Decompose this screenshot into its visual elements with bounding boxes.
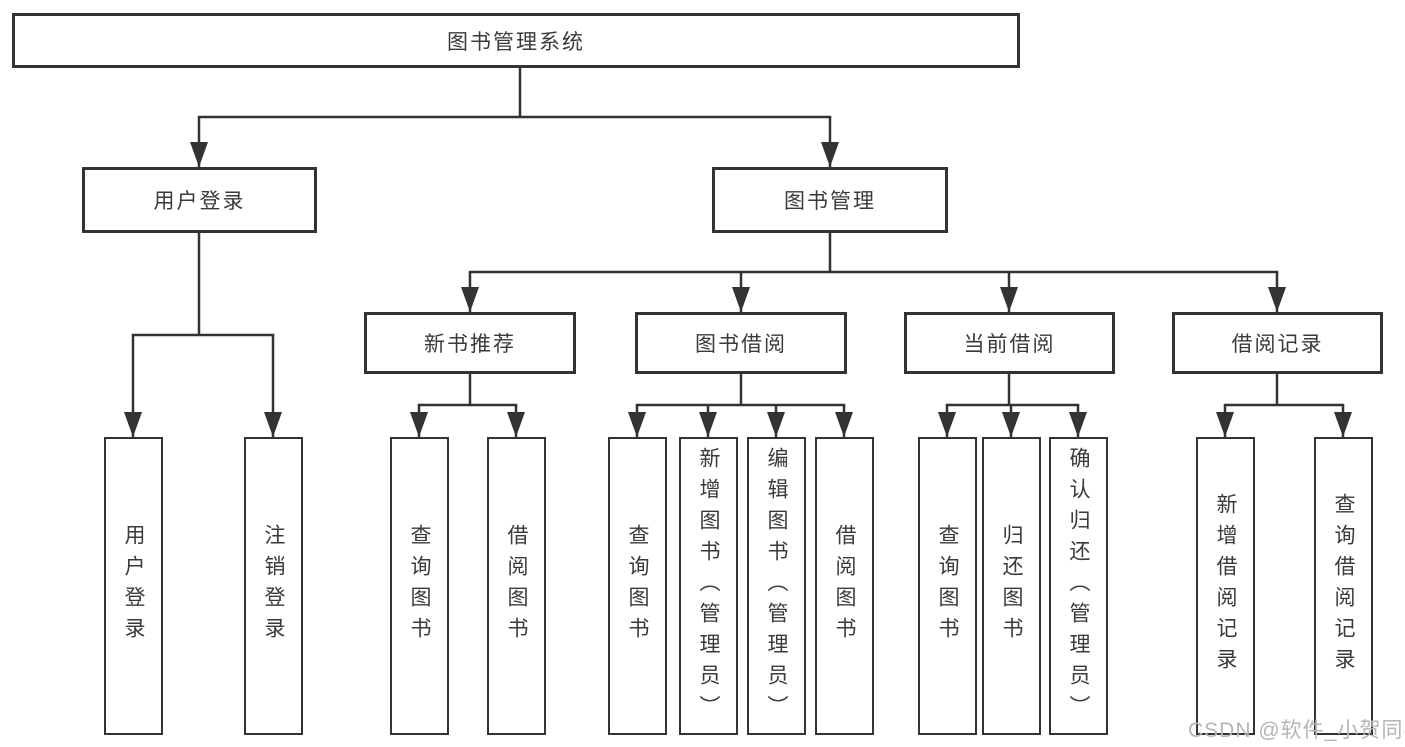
leaf-borrow-books-recommend-label: 借阅图书 bbox=[505, 524, 528, 648]
node-book-borrowing-label: 图书借阅 bbox=[695, 333, 787, 356]
node-current-borrowing-label: 当前借阅 bbox=[963, 333, 1056, 356]
leaf-borrow-books: 借阅图书 bbox=[815, 437, 874, 735]
leaf-confirm-return-admin: 确认归还（管理员） bbox=[1049, 437, 1108, 735]
leaf-query-books-recommend: 查询图书 bbox=[390, 437, 449, 735]
leaf-query-borrow-record: 查询借阅记录 bbox=[1314, 437, 1373, 735]
leaf-logout-label: 注销登录 bbox=[262, 524, 285, 648]
leaf-add-book-admin-label: 新增图书（管理员） bbox=[697, 446, 720, 726]
leaf-add-book-admin: 新增图书（管理员） bbox=[679, 437, 738, 735]
leaf-borrow-books-label: 借阅图书 bbox=[833, 524, 856, 648]
connector-new-books-branch bbox=[410, 374, 525, 437]
leaf-query-books-borrow: 查询图书 bbox=[608, 437, 667, 735]
csdn-watermark: CSDN @软件_小贺同学 bbox=[1188, 719, 1405, 742]
node-borrowing-records: 借阅记录 bbox=[1172, 312, 1383, 374]
leaf-logout: 注销登录 bbox=[244, 437, 303, 735]
leaf-borrow-books-recommend: 借阅图书 bbox=[487, 437, 546, 735]
leaf-query-books-borrow-label: 查询图书 bbox=[626, 524, 649, 648]
node-borrowing-records-label: 借阅记录 bbox=[1231, 333, 1324, 356]
node-new-book-recommendation: 新书推荐 bbox=[364, 312, 576, 374]
leaf-confirm-return-admin-label: 确认归还（管理员） bbox=[1067, 446, 1090, 726]
connector-user-login-branch bbox=[124, 233, 282, 437]
node-user-login-label: 用户登录 bbox=[153, 190, 246, 213]
leaf-return-books-label: 归还图书 bbox=[1000, 524, 1023, 648]
connector-borrow-records-branch bbox=[1216, 374, 1352, 437]
node-new-book-recommendation-label: 新书推荐 bbox=[424, 333, 516, 356]
leaf-user-login: 用户登录 bbox=[104, 437, 163, 735]
connector-current-borrow-branch bbox=[938, 374, 1087, 437]
leaf-add-borrow-record: 新增借阅记录 bbox=[1196, 437, 1255, 735]
node-root-label: 图书管理系统 bbox=[447, 30, 585, 54]
node-book-management: 图书管理 bbox=[712, 167, 948, 233]
leaf-query-books-current-label: 查询图书 bbox=[936, 524, 959, 648]
leaf-add-borrow-record-label: 新增借阅记录 bbox=[1214, 493, 1237, 679]
leaf-query-borrow-record-label: 查询借阅记录 bbox=[1332, 493, 1355, 679]
leaf-query-books-current: 查询图书 bbox=[918, 437, 977, 735]
leaf-query-books-recommend-label: 查询图书 bbox=[408, 524, 431, 648]
node-current-borrowing: 当前借阅 bbox=[904, 312, 1115, 374]
leaf-user-login-label: 用户登录 bbox=[122, 524, 145, 648]
connector-book-management-branch bbox=[461, 233, 1286, 312]
connector-book-borrow-branch bbox=[628, 374, 853, 437]
leaf-return-books: 归还图书 bbox=[982, 437, 1041, 735]
node-user-login: 用户登录 bbox=[82, 167, 317, 233]
node-book-management-label: 图书管理 bbox=[784, 190, 876, 213]
connector-root-branch bbox=[190, 68, 839, 167]
leaf-edit-book-admin-label: 编辑图书（管理员） bbox=[765, 446, 788, 726]
node-root: 图书管理系统 bbox=[12, 13, 1020, 68]
node-book-borrowing: 图书借阅 bbox=[635, 312, 847, 374]
leaf-edit-book-admin: 编辑图书（管理员） bbox=[747, 437, 806, 735]
